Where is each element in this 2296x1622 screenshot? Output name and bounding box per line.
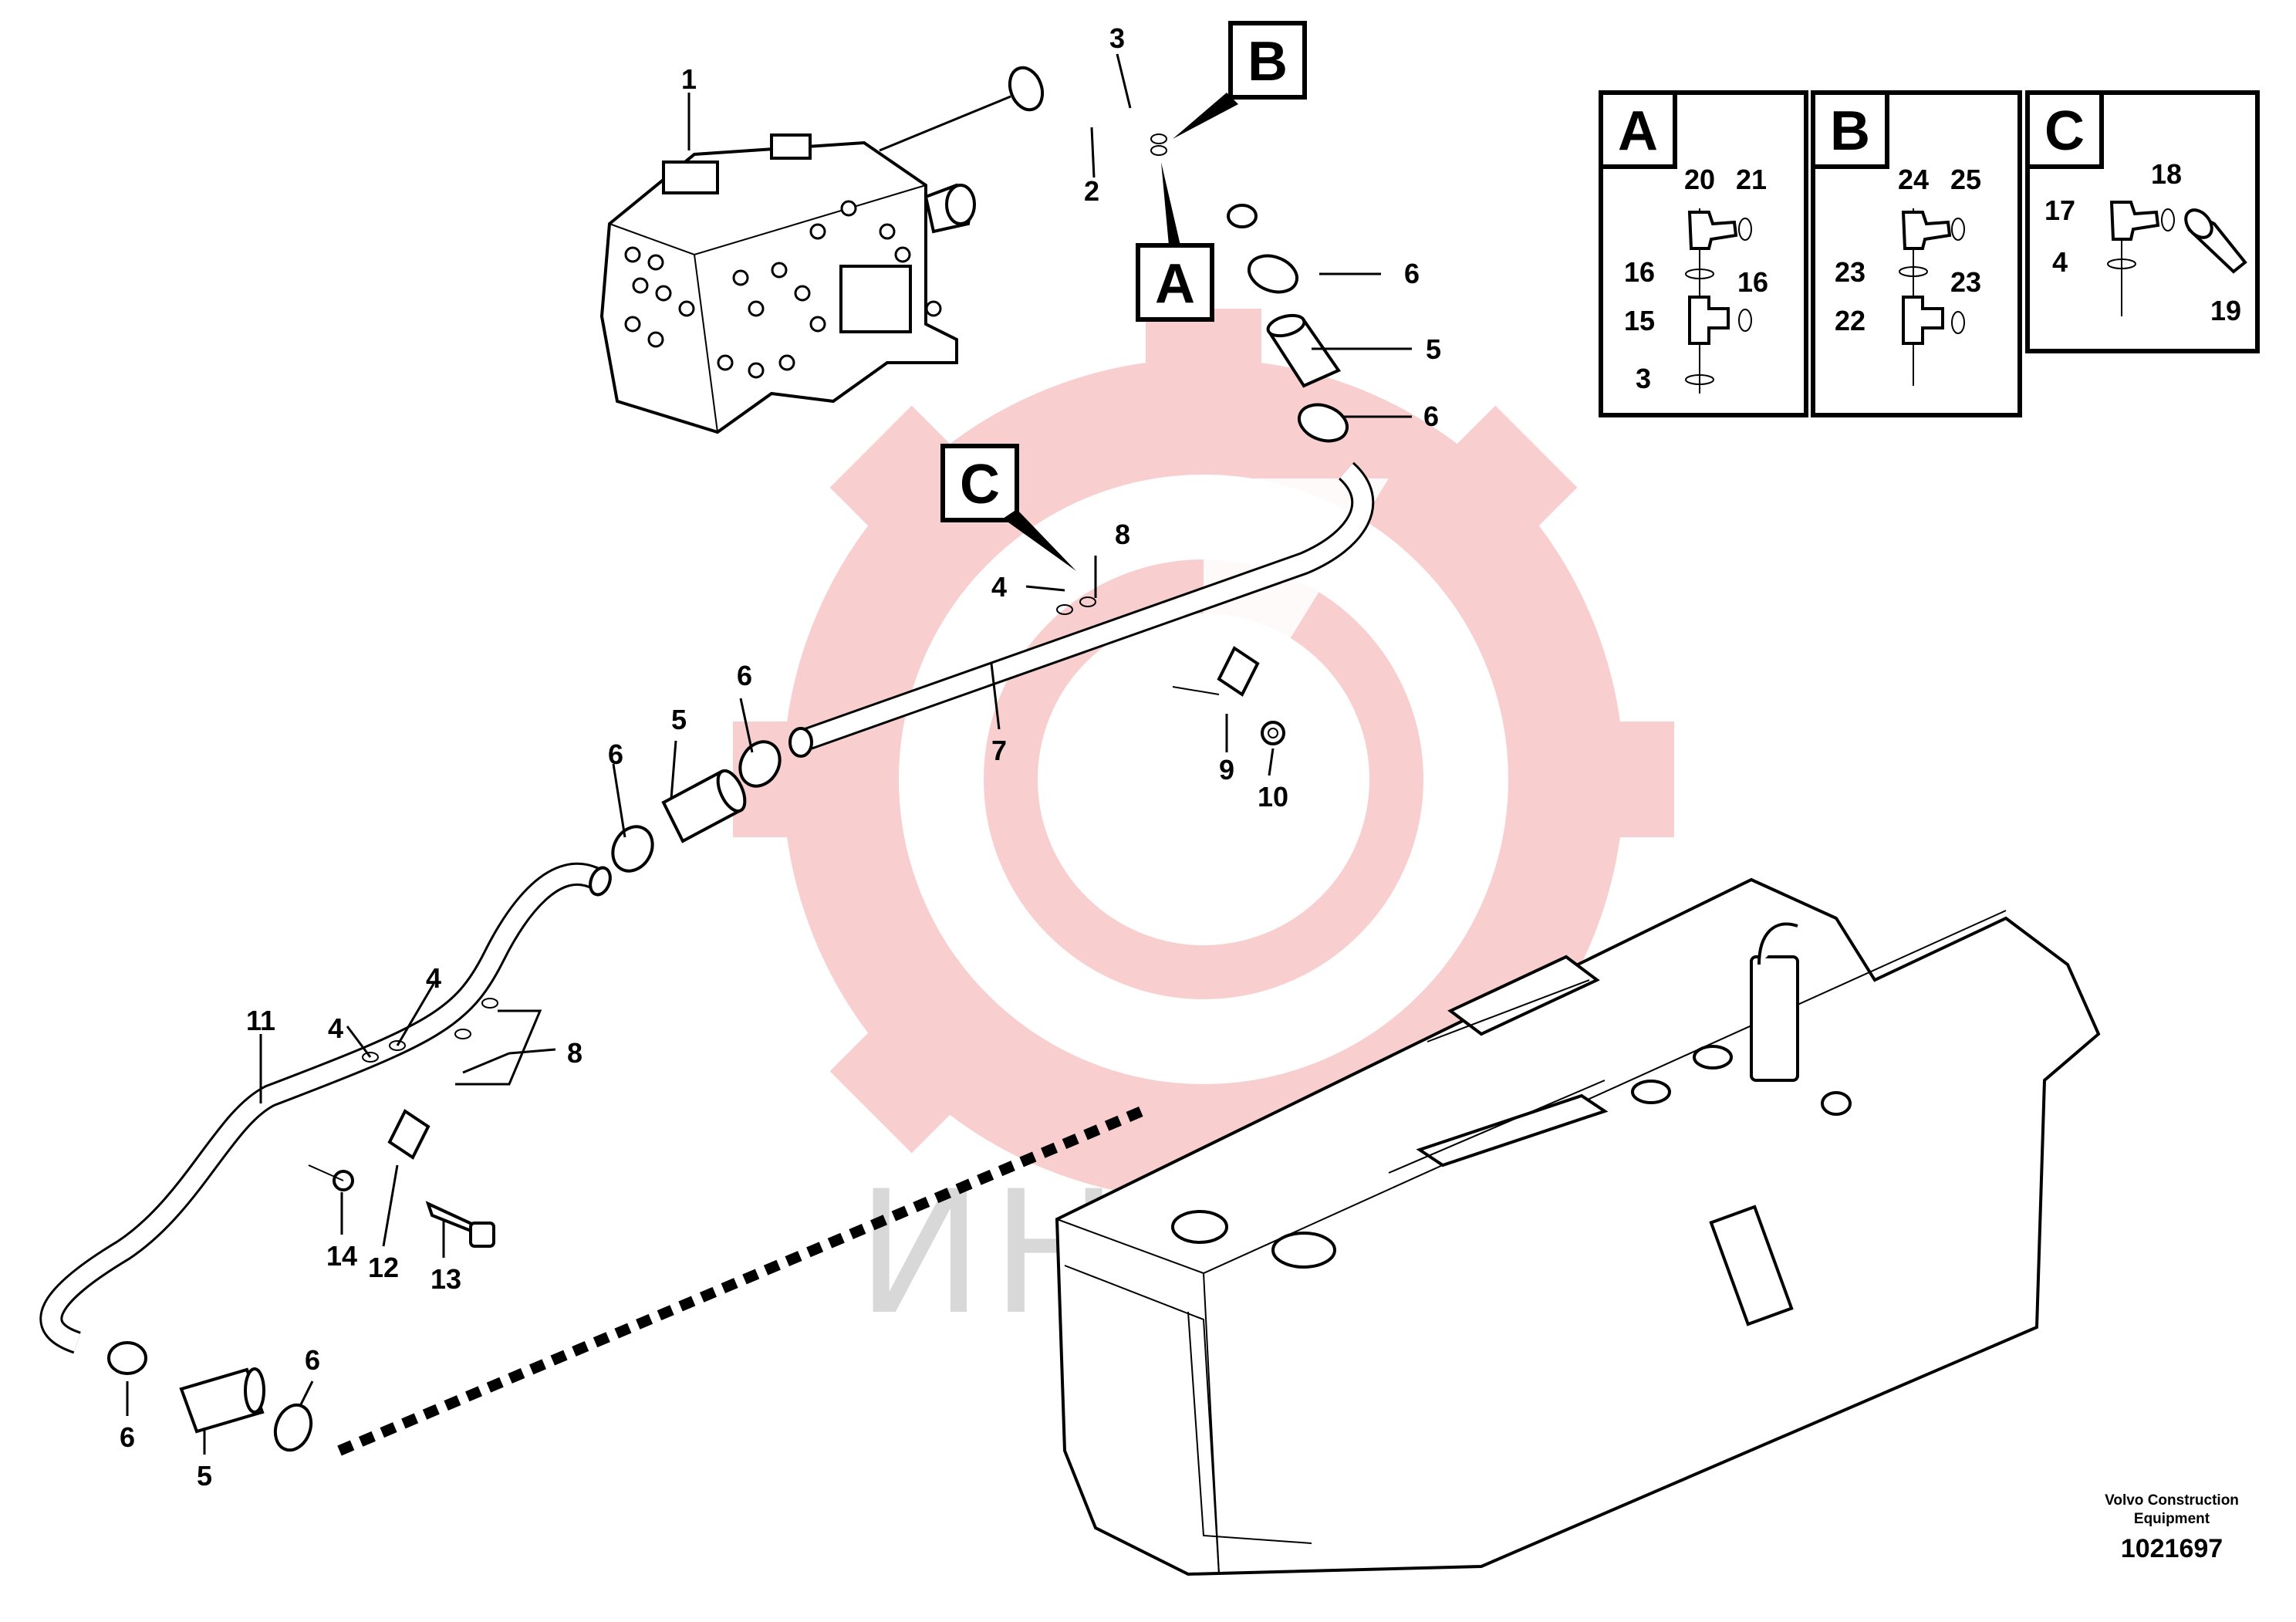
view-marker-c[interactable]: C bbox=[940, 444, 1076, 571]
panel-a-label-15: 15 bbox=[1624, 305, 1655, 336]
callout-3: 3 bbox=[1109, 22, 1125, 54]
svg-text:C: C bbox=[960, 454, 1000, 515]
detail-panel-a: A 20 21 16 16 15 3 bbox=[1599, 90, 1808, 417]
hydraulic-tank bbox=[1055, 877, 2101, 1576]
detail-panel-c: C 18 17 4 19 bbox=[2025, 90, 2260, 353]
callout-1: 1 bbox=[681, 63, 697, 95]
callout-9: 9 bbox=[1219, 754, 1234, 786]
callout-8a: 8 bbox=[1115, 519, 1130, 550]
panel-c-label-19: 19 bbox=[2210, 295, 2241, 326]
footer-info: Volvo Construction Equipment 1021697 bbox=[2105, 1492, 2239, 1563]
valve-port bbox=[809, 223, 826, 240]
clamp-12-bolt-13-washer-14 bbox=[308, 1109, 495, 1248]
drawing-number: 1021697 bbox=[2121, 1534, 2223, 1563]
detail-panel-b: B 24 25 23 23 22 bbox=[1811, 90, 2022, 417]
view-marker-b[interactable]: B bbox=[1173, 21, 1307, 139]
valve-port bbox=[794, 285, 811, 302]
panel-c-title: C bbox=[2044, 100, 2085, 162]
valve-port bbox=[717, 354, 734, 371]
panel-b-label-23b: 23 bbox=[1950, 266, 1981, 298]
valve-port bbox=[624, 246, 641, 263]
valve-port bbox=[879, 223, 896, 240]
control-valve-block bbox=[599, 133, 976, 434]
panel-b-label-25: 25 bbox=[1950, 164, 1981, 195]
callout-4b: 4 bbox=[328, 1012, 343, 1044]
panel-a-label-3: 3 bbox=[1636, 363, 1651, 394]
leader-lines bbox=[126, 53, 1412, 1455]
valve-port bbox=[771, 262, 788, 279]
valve-port bbox=[748, 362, 765, 379]
callout-4a: 4 bbox=[991, 571, 1007, 603]
panel-b-label-24: 24 bbox=[1898, 164, 1929, 195]
gear-tooth bbox=[829, 1000, 983, 1154]
panel-c-label-17: 17 bbox=[2044, 194, 2075, 226]
callout-6b: 6 bbox=[1423, 400, 1439, 432]
panel-a-label-16a: 16 bbox=[1624, 256, 1655, 288]
valve-port bbox=[894, 246, 911, 263]
valve-port bbox=[655, 285, 672, 302]
callout-13: 13 bbox=[430, 1263, 461, 1295]
valve-port bbox=[647, 331, 664, 348]
callout-2: 2 bbox=[1084, 175, 1099, 207]
callout-labels: 1 2 3 6 5 6 8 4 7 6 5 6 9 10 11 4 4 8 14… bbox=[120, 22, 1441, 1492]
gear-tooth bbox=[1574, 721, 1674, 837]
valve-port bbox=[678, 300, 695, 317]
callout-12: 12 bbox=[368, 1252, 399, 1283]
valve-port bbox=[925, 300, 942, 317]
fittings-on-hose bbox=[362, 133, 1167, 1063]
panel-a-label-20: 20 bbox=[1684, 164, 1715, 195]
gear-tooth bbox=[1146, 309, 1261, 409]
callout-5a: 5 bbox=[1426, 333, 1441, 365]
callout-6f: 6 bbox=[120, 1421, 135, 1453]
panel-a-label-16b: 16 bbox=[1737, 266, 1768, 298]
panel-b-label-23a: 23 bbox=[1835, 256, 1866, 288]
valve-port bbox=[647, 254, 664, 271]
valve-port bbox=[840, 200, 857, 217]
callout-14: 14 bbox=[326, 1240, 357, 1272]
callout-11: 11 bbox=[246, 1005, 275, 1036]
callout-5c: 5 bbox=[197, 1460, 212, 1492]
valve-port bbox=[624, 316, 641, 333]
company-line-2: Equipment bbox=[2134, 1511, 2210, 1527]
panel-b-title: B bbox=[1830, 100, 1870, 162]
clamp-9-and-nut-10 bbox=[1172, 646, 1285, 745]
company-line-1: Volvo Construction bbox=[2105, 1492, 2239, 1509]
valve-port bbox=[748, 300, 765, 317]
svg-text:A: A bbox=[1155, 253, 1195, 315]
hose-assembly bbox=[39, 66, 1375, 1456]
valve-port bbox=[632, 277, 649, 294]
callout-6c: 6 bbox=[737, 660, 752, 691]
valve-port bbox=[732, 269, 749, 286]
valve-port bbox=[778, 354, 795, 371]
svg-text:B: B bbox=[1248, 31, 1288, 93]
callout-6a: 6 bbox=[1404, 258, 1420, 289]
callout-4c: 4 bbox=[426, 962, 441, 994]
callout-7: 7 bbox=[991, 735, 1007, 766]
panel-a-title: A bbox=[1618, 100, 1658, 162]
callout-6e: 6 bbox=[305, 1344, 320, 1376]
panel-a-label-21: 21 bbox=[1736, 164, 1767, 195]
callout-8b: 8 bbox=[567, 1037, 582, 1069]
panel-c-label-18: 18 bbox=[2151, 158, 2182, 190]
panel-c-label-4: 4 bbox=[2052, 246, 2068, 278]
gear-tooth bbox=[1424, 405, 1578, 559]
view-marker-a[interactable]: A bbox=[1136, 162, 1214, 322]
panel-b-label-22: 22 bbox=[1835, 305, 1866, 336]
callout-10: 10 bbox=[1258, 781, 1288, 813]
valve-port bbox=[809, 316, 826, 333]
callout-5b: 5 bbox=[671, 704, 687, 735]
callout-6d: 6 bbox=[608, 738, 623, 770]
